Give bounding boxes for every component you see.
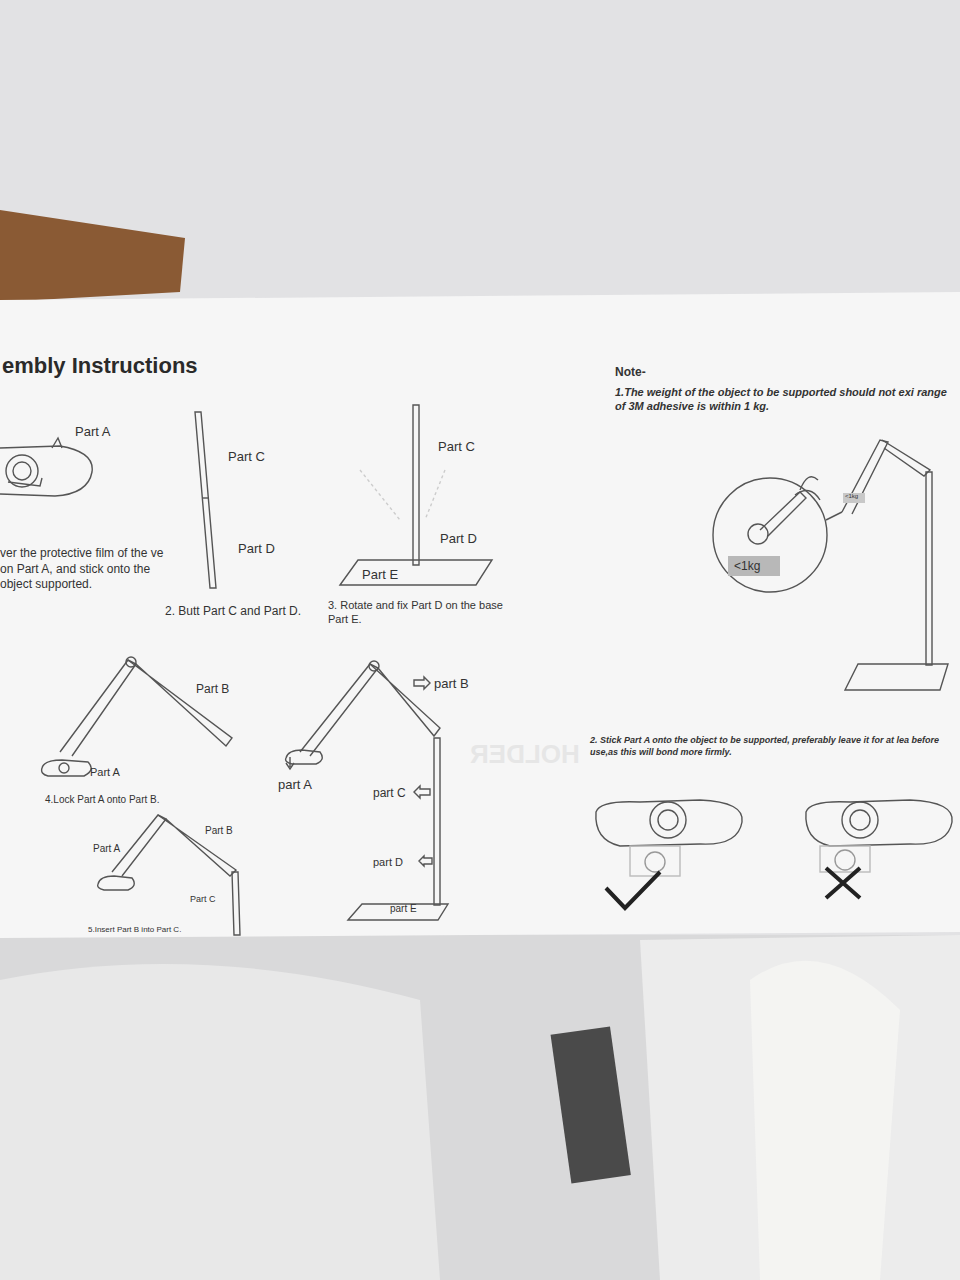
part-label: Part C: [190, 894, 216, 906]
watermark: HOLDER: [470, 738, 580, 772]
part-label: part A: [278, 777, 312, 794]
instruction-text: 2. Butt Part C and Part D.: [165, 604, 301, 620]
part-label: Part B: [205, 824, 233, 837]
part-label: Part D: [238, 541, 275, 558]
part-label: <1kg: [845, 493, 858, 501]
sheet-title: embly Instructions: [2, 352, 198, 381]
part-label: part C: [373, 786, 406, 802]
part-label: part B: [434, 676, 469, 693]
part-label: Note-: [615, 365, 646, 381]
part-label: Part E: [362, 567, 398, 584]
part-label: <1kg: [734, 559, 760, 575]
part-label: Part C: [438, 439, 475, 456]
part-label: part D: [373, 855, 403, 869]
instruction-text: 2. Stick Part A onto the object to be su…: [590, 735, 956, 758]
part-label: Part B: [196, 682, 229, 698]
part-label: Part D: [440, 531, 477, 548]
instruction-text: ver the protective film of the ve on Par…: [0, 546, 172, 593]
part-label: Part A: [90, 765, 120, 779]
instruction-text: 3. Rotate and fix Part D on the base Par…: [328, 598, 508, 627]
instruction-text: 1.The weight of the object to be support…: [615, 385, 955, 414]
part-label: Part A: [93, 842, 120, 855]
instruction-text: 5.Insert Part B into Part C.: [88, 925, 181, 935]
instruction-text: 4.Lock Part A onto Part B.: [45, 793, 160, 806]
part-label: part E: [390, 902, 417, 915]
part-label: Part A: [75, 424, 110, 441]
part-label: Part C: [228, 449, 265, 466]
